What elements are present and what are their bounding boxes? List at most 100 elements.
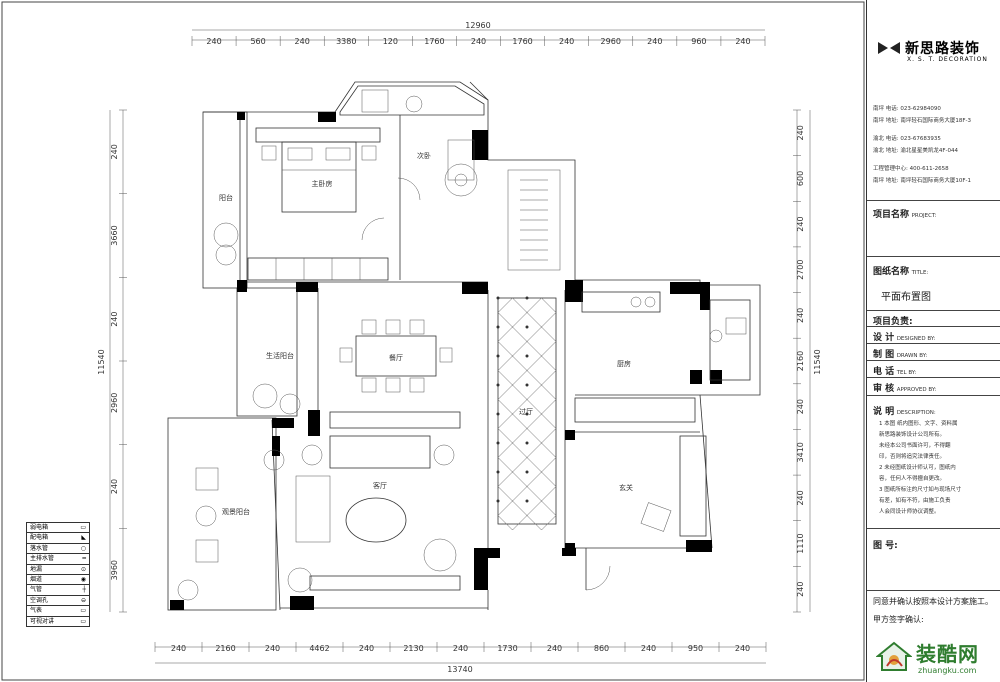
floor-tile xyxy=(497,297,528,328)
note-line: 有差，如有不符，由施工负责 xyxy=(879,498,951,504)
dim-label: 240 xyxy=(559,37,574,46)
dim-label: 3380 xyxy=(336,37,356,46)
floor-tile xyxy=(526,326,557,357)
label-top-balcony: 阳台 xyxy=(219,193,233,202)
drawn-label: 制 图 xyxy=(873,350,895,360)
legend-item: 气表▭ xyxy=(27,606,89,617)
left-total-dim: 11540 xyxy=(97,349,106,374)
floor-tile xyxy=(526,500,557,531)
label-master-bedroom: 主卧房 xyxy=(312,179,333,188)
project-lead-label: 项目负责: xyxy=(873,317,913,327)
dim-label: 240 xyxy=(796,308,805,323)
notes-label: 说 明 xyxy=(873,407,895,417)
note-line: 2 未经图纸设计师认可，图纸内 xyxy=(879,465,956,471)
note-line: 未经本公司书面许可，不得翻 xyxy=(879,443,951,449)
dim-label: 240 xyxy=(171,644,186,653)
legend-item: 烟道◉ xyxy=(27,575,89,586)
brand-subtitle: X. S. T. DECORATION xyxy=(907,56,988,63)
counter-top xyxy=(581,291,661,313)
floor-tile xyxy=(497,442,528,473)
design-en: DESIGNED BY: xyxy=(896,336,936,342)
sofa xyxy=(329,435,431,469)
legend-label: 可视对讲 xyxy=(30,617,55,625)
floor-tile xyxy=(497,500,528,531)
legend-symbol-icon: ○ xyxy=(80,544,86,552)
right-total-dim: 11540 xyxy=(813,349,822,374)
legend-label: 主排水管 xyxy=(30,555,55,563)
dim-label: 960 xyxy=(691,37,706,46)
dim-label: 240 xyxy=(796,399,805,414)
label-living-room: 客厅 xyxy=(373,481,387,490)
dim-label: 240 xyxy=(641,644,656,653)
label-living-balcony: 生活阳台 xyxy=(266,351,294,360)
dim-label: 240 xyxy=(471,37,486,46)
watermark-house-icon xyxy=(876,641,912,671)
watermark: 装酷网 zhuangku.com xyxy=(874,636,994,680)
note-line: 3 图纸所标注的尺寸如与现场尺寸 xyxy=(879,487,962,493)
tv-cabinet xyxy=(309,575,461,591)
tile-dot xyxy=(525,296,529,300)
drawing-no-label: 图 号: xyxy=(873,541,898,551)
dim-label: 3960 xyxy=(110,560,119,580)
dim-label: 240 xyxy=(265,644,280,653)
dim-label: 2160 xyxy=(215,644,235,653)
note-line: 容，任何人不得擅自更改。 xyxy=(879,476,946,482)
dim-label: 240 xyxy=(110,144,119,159)
chaise xyxy=(295,475,331,543)
coffee-table xyxy=(345,497,407,543)
legend-symbol-icon: ◉ xyxy=(80,575,86,583)
tel-label: 电 话 xyxy=(873,367,895,377)
contact-line: 南坪 电话: 023-62984090 xyxy=(873,106,941,112)
dim-label: 240 xyxy=(796,125,805,140)
legend-item: 落水管 ○ xyxy=(27,544,89,555)
floor-tile xyxy=(526,442,557,473)
top-total-dim: 12960 xyxy=(465,21,490,30)
dim-label: 3410 xyxy=(796,442,805,462)
floor-tile xyxy=(497,355,528,386)
floor-tile xyxy=(497,471,528,502)
brand-logo-icon xyxy=(878,42,900,54)
tile-dot xyxy=(525,499,529,503)
dim-label: 120 xyxy=(383,37,398,46)
notes-en: DESCRIPTION: xyxy=(896,410,936,416)
dim-label: 2160 xyxy=(796,351,805,371)
dim-label: 560 xyxy=(250,37,265,46)
floor-tile xyxy=(526,471,557,502)
dim-label: 240 xyxy=(735,37,750,46)
legend-symbol-icon: ◣ xyxy=(81,534,86,542)
dim-label: 240 xyxy=(295,37,310,46)
dining-table xyxy=(355,335,437,377)
legend: 弱电箱▭配电箱◣落水管○主排水管━地漏⊙烟道◉气管┼空调孔⊖气表▭可视对讲▭ xyxy=(26,522,90,627)
watermark-text: 装酷网 xyxy=(916,642,979,666)
contact-line: 渝北 地址: 渝北星星美凯龙4F-044 xyxy=(873,148,958,154)
legend-symbol-icon: ┼ xyxy=(82,586,86,594)
note-line: 印，否则将追究法律责任。 xyxy=(879,454,946,460)
tile-dot xyxy=(496,470,500,474)
tile-dot xyxy=(525,441,529,445)
tile-dot xyxy=(496,296,500,300)
legend-symbol-icon: ⊖ xyxy=(80,596,86,604)
project-name-en: PROJECT: xyxy=(911,213,937,219)
tile-dot xyxy=(525,383,529,387)
watermark-url: zhuangku.com xyxy=(918,666,977,675)
counter-side xyxy=(709,299,751,381)
tile-dot xyxy=(525,412,529,416)
floor-tile xyxy=(526,413,557,444)
legend-label: 气表 xyxy=(30,607,43,615)
label-leisure-balcony: 观景阳台 xyxy=(222,507,250,516)
drawing-name-en: TITLE: xyxy=(911,270,929,276)
note-line: 人会同设计师协议调整。 xyxy=(879,509,940,515)
legend-symbol-icon: ━ xyxy=(82,555,86,563)
tile-dot xyxy=(496,412,500,416)
tel-en: TEL BY: xyxy=(896,370,917,376)
tile-dot xyxy=(496,441,500,445)
title-block: 新思路装饰 X. S. T. DECORATION 南坪 电话: 023-629… xyxy=(866,0,1000,682)
legend-label: 落水管 xyxy=(30,544,49,552)
dim-label: 240 xyxy=(110,312,119,327)
note-line: 1 本图 纸内图形、文字、资料属 xyxy=(879,421,958,427)
label-corridor: 过厅 xyxy=(519,407,533,416)
tile-dot xyxy=(525,325,529,329)
legend-symbol-icon: ⊙ xyxy=(80,565,86,573)
